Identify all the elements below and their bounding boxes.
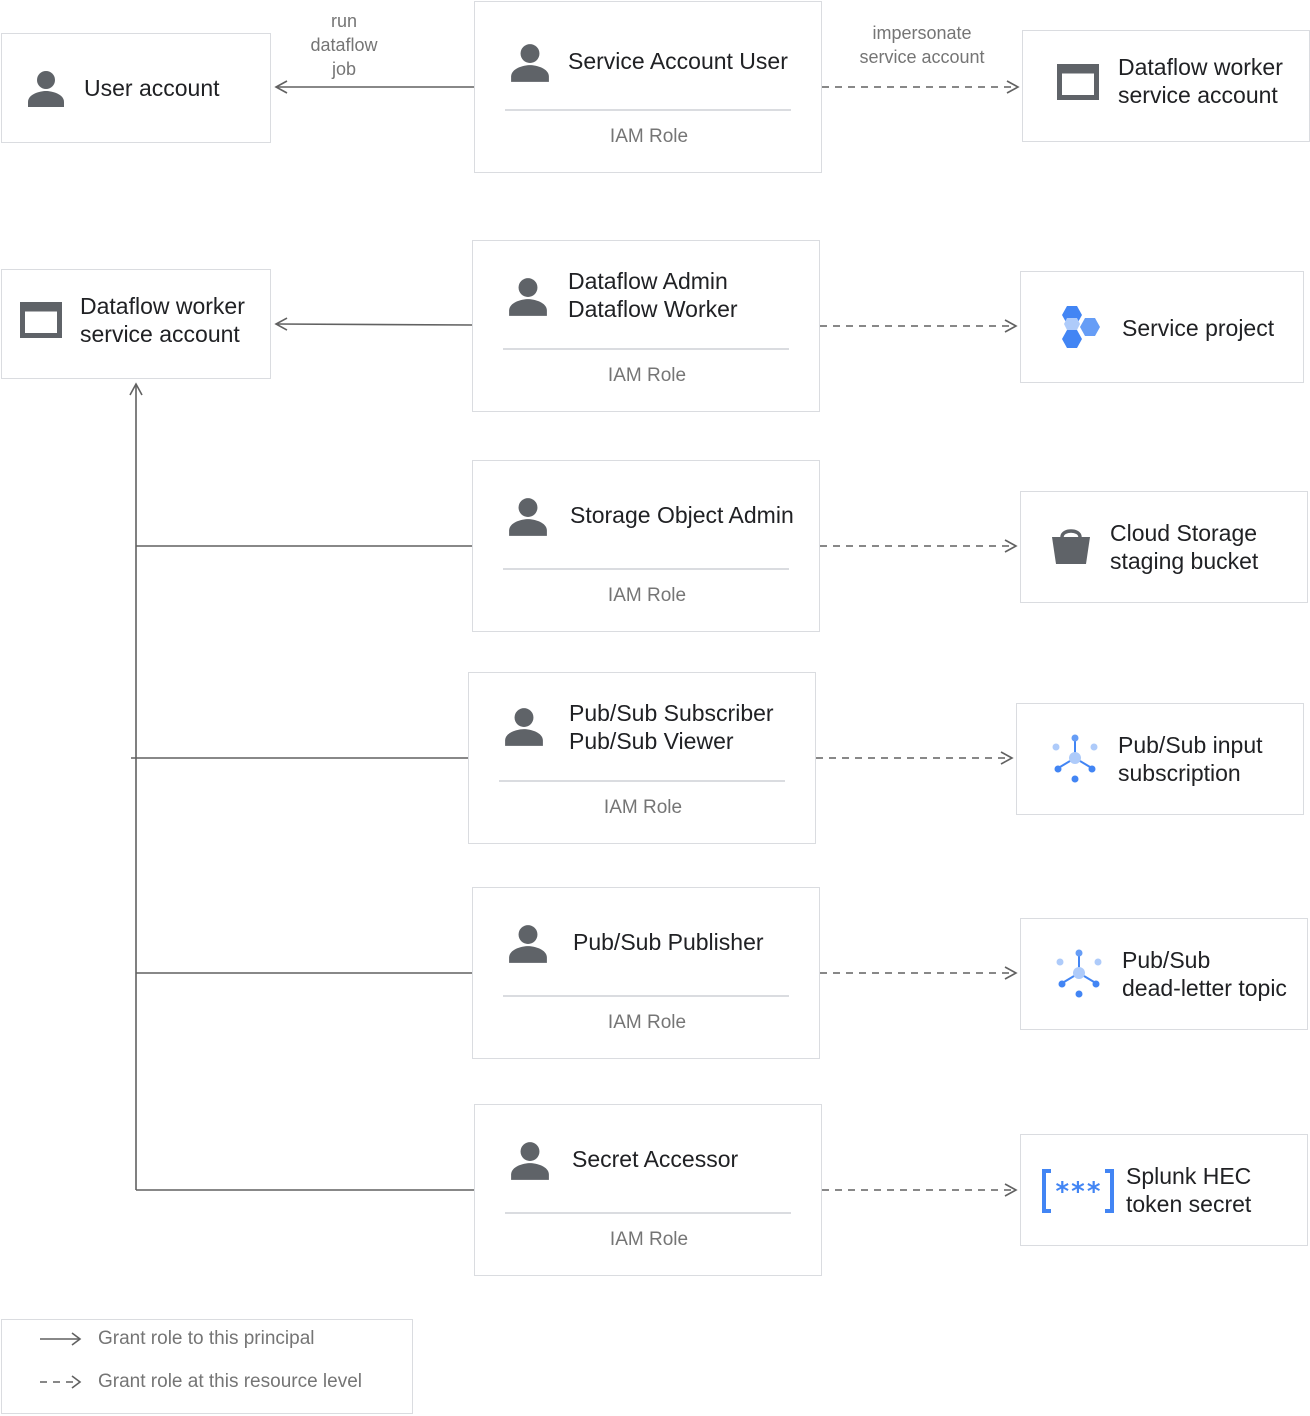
role-title: Service Account User: [568, 48, 788, 74]
grant-arrow-dataflow: [274, 317, 473, 331]
person-icon: [509, 278, 547, 316]
user-account-node: User account: [1, 33, 271, 143]
resource-input-subscription: Pub/Sub input subscription: [1016, 703, 1304, 815]
person-icon: [511, 1142, 549, 1180]
role-title: Pub/Sub Subscriber Pub/Sub Viewer: [569, 700, 774, 754]
person-icon: [505, 708, 543, 746]
resource-deadletter-topic: Pub/Sub dead-letter topic: [1020, 918, 1308, 1030]
person-icon: [509, 925, 547, 963]
legend-dashed-label: Grant role at this resource level: [98, 1371, 363, 1392]
storage-bucket-icon: [1052, 529, 1090, 564]
legend: Grant role to this principal Grant role …: [1, 1319, 413, 1414]
dataflow-worker-sa-principal-node: Dataflow worker service account: [1, 269, 271, 379]
role-title: Secret Accessor: [572, 1146, 739, 1172]
role-subtitle: IAM Role: [609, 126, 689, 147]
svg-text:***: ***: [1055, 1177, 1102, 1207]
resource-label: Pub/Sub input subscription: [1118, 732, 1263, 786]
user-account-label: User account: [84, 75, 220, 101]
role-secret-accessor: Secret Accessor IAM Role: [474, 1104, 822, 1276]
run-job-label: run dataflow job: [310, 11, 378, 79]
service-account-user-role: Service Account User IAM Role: [474, 1, 822, 173]
node-label: Dataflow worker service account: [80, 293, 245, 347]
role-dataflow-admin-worker: Dataflow Admin Dataflow Worker IAM Role: [472, 240, 820, 412]
person-icon: [509, 498, 547, 536]
pubsub-icon: [1056, 949, 1102, 998]
role-subtitle: IAM Role: [607, 365, 687, 386]
resource-staging-bucket: Cloud Storage staging bucket: [1020, 491, 1308, 603]
resource-label: Cloud Storage staging bucket: [1110, 520, 1259, 574]
role-title: Dataflow Admin Dataflow Worker: [568, 268, 738, 322]
node-label: Dataflow worker service account: [1118, 54, 1283, 108]
divider: [503, 568, 789, 570]
divider: [505, 109, 791, 111]
divider: [503, 348, 789, 350]
role-subtitle: IAM Role: [607, 585, 687, 606]
secret-icon: ***: [1042, 1169, 1114, 1213]
resource-label: Pub/Sub dead-letter topic: [1122, 947, 1287, 1001]
solid-arrow-icon: [40, 1332, 82, 1346]
person-icon: [511, 44, 549, 82]
role-storage-object-admin: Storage Object Admin IAM Role: [472, 460, 820, 632]
role-subtitle: IAM Role: [607, 1012, 687, 1033]
divider: [505, 1212, 791, 1214]
window-icon: [1057, 64, 1099, 100]
role-title: Pub/Sub Publisher: [573, 929, 764, 955]
resource-token-secret: *** Splunk HEC token secret: [1020, 1134, 1308, 1246]
resource-label: Splunk HEC token secret: [1126, 1163, 1252, 1217]
window-icon: [20, 302, 62, 338]
dashed-arrow-icon: [40, 1375, 82, 1389]
resource-service-project: Service project: [1020, 271, 1304, 383]
role-title: Storage Object Admin: [570, 502, 794, 528]
resource-label: Service project: [1122, 315, 1275, 341]
legend-solid-label: Grant role to this principal: [98, 1328, 315, 1349]
person-icon: [28, 71, 64, 107]
service-project-icon: [1062, 306, 1100, 348]
pubsub-icon: [1052, 734, 1098, 783]
impersonate-label: impersonate service account: [859, 23, 985, 67]
role-subtitle: IAM Role: [603, 797, 683, 818]
role-pubsub-subscriber-viewer: Pub/Sub Subscriber Pub/Sub Viewer IAM Ro…: [468, 672, 816, 844]
divider: [499, 780, 785, 782]
role-subtitle: IAM Role: [609, 1229, 689, 1250]
role-pubsub-publisher: Pub/Sub Publisher IAM Role: [472, 887, 820, 1059]
divider: [503, 995, 789, 997]
dataflow-worker-sa-top-node: Dataflow worker service account: [1022, 30, 1310, 142]
